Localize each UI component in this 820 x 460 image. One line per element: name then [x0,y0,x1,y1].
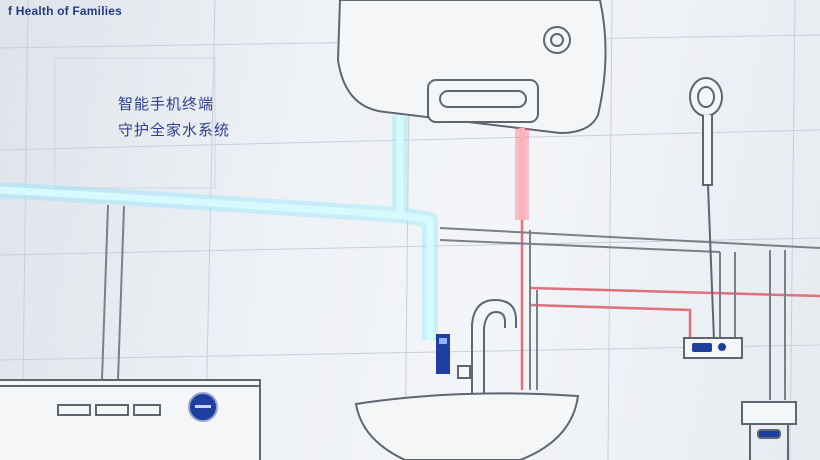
hot-water-pipe [515,128,820,390]
header-text: f Health of Families [8,4,123,18]
shower-head-icon [689,77,723,341]
wall-control-panel-icon [683,337,743,359]
slogan-line-2: 守护全家水系统 [118,121,231,139]
supply-pipes [101,204,820,400]
toilet-valve-icon [741,401,797,460]
cold-water-pipe [0,115,438,340]
wall-device-icon [436,334,450,374]
faucet-icon [457,298,517,400]
water-heater-icon [336,0,607,135]
slogan-line-1: 智能手机终端 [118,95,215,113]
washing-machine-icon [0,379,261,460]
sink-basin-icon [354,392,580,460]
